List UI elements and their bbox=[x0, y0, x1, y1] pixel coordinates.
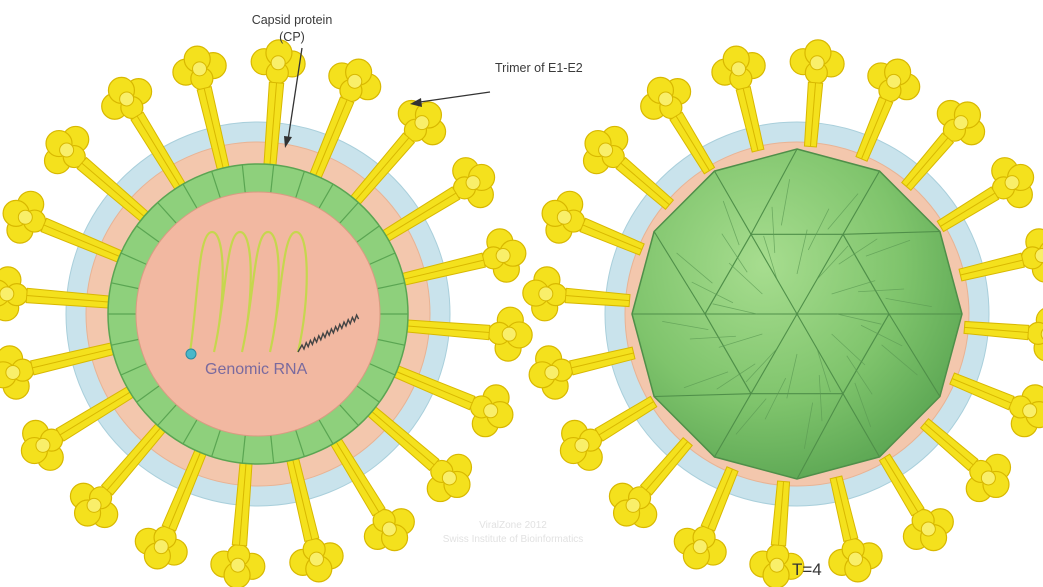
spike-lobe-center bbox=[848, 552, 862, 566]
spike-lobe-center bbox=[193, 62, 207, 76]
spike-glycoprotein-icon bbox=[868, 59, 920, 101]
spike-lobe-center bbox=[810, 56, 824, 70]
spike-lobe-center bbox=[954, 116, 968, 130]
virion-surface-view bbox=[523, 40, 1043, 587]
spike-lobe-center bbox=[484, 404, 498, 418]
spike-lobe-center bbox=[466, 176, 480, 190]
spike-glycoprotein-icon bbox=[470, 385, 512, 437]
spike-lobe-center bbox=[36, 438, 50, 452]
spike-glycoprotein-icon bbox=[829, 538, 882, 581]
spike-lobe bbox=[1027, 322, 1043, 344]
spike-glycoprotein-icon bbox=[173, 46, 226, 89]
spike-glycoprotein-icon bbox=[488, 307, 532, 361]
spike-lobe-center bbox=[887, 74, 901, 88]
spike-lobe-center bbox=[693, 540, 707, 554]
spike-glycoprotein-icon bbox=[529, 346, 572, 399]
spike-lobe-center bbox=[575, 438, 589, 452]
spike-lobe-center bbox=[557, 210, 571, 224]
spike-lobe-center bbox=[502, 327, 516, 341]
spike-lobe-center bbox=[626, 498, 640, 512]
spike-lobe-center bbox=[496, 249, 510, 263]
nucleocapsid-core bbox=[136, 192, 380, 436]
spike-lobe-center bbox=[18, 210, 32, 224]
trimer-pointer bbox=[420, 92, 490, 102]
spike-lobe-center bbox=[539, 287, 553, 301]
spike-lobe-center bbox=[659, 92, 673, 106]
spike-glycoprotein-icon bbox=[329, 59, 381, 101]
spike-lobe-center bbox=[921, 522, 935, 536]
spike-lobe-center bbox=[415, 116, 429, 130]
spike-glycoprotein-icon bbox=[712, 46, 765, 89]
spike-lobe-center bbox=[87, 498, 101, 512]
spike-lobe-center bbox=[309, 552, 323, 566]
virion-cross-section bbox=[0, 40, 532, 587]
spike-glycoprotein-icon bbox=[1021, 229, 1043, 282]
spike-lobe-center bbox=[1005, 176, 1019, 190]
spike-glycoprotein-icon bbox=[0, 346, 34, 399]
capsid-protein-label: Capsid protein (CP) bbox=[232, 12, 352, 46]
watermark: ViralZone 2012 Swiss Institute of Bioinf… bbox=[388, 519, 638, 547]
spike-lobe-center bbox=[545, 365, 559, 379]
spike-glycoprotein-icon bbox=[542, 191, 584, 243]
rna-cap-icon bbox=[186, 349, 196, 359]
spike-lobe-center bbox=[0, 287, 14, 301]
spike-glycoprotein-icon bbox=[1009, 385, 1043, 437]
spike-lobe-center bbox=[6, 365, 20, 379]
trimer-label: Trimer of E1-E2 bbox=[495, 61, 583, 75]
spike-glycoprotein-icon bbox=[290, 538, 343, 581]
spike-glycoprotein-icon bbox=[790, 40, 844, 84]
triangulation-number-label: T=4 bbox=[792, 560, 822, 580]
spike-glycoprotein-icon bbox=[135, 526, 187, 568]
spike-lobe-center bbox=[271, 56, 285, 70]
genomic-rna-label: Genomic RNA bbox=[205, 361, 307, 379]
spike-lobe-center bbox=[770, 558, 784, 572]
spike-lobe-center bbox=[120, 92, 134, 106]
spike-glycoprotein-icon bbox=[0, 267, 28, 321]
spike-lobe-center bbox=[442, 471, 456, 485]
spike-glycoprotein-icon bbox=[211, 544, 265, 587]
spike-glycoprotein-icon bbox=[674, 526, 726, 568]
spike-glycoprotein-icon bbox=[1027, 307, 1043, 361]
spike-lobe-center bbox=[231, 558, 245, 572]
spike-lobe-center bbox=[732, 62, 746, 76]
spike-lobe-center bbox=[1023, 404, 1037, 418]
spike-glycoprotein-icon bbox=[482, 229, 525, 282]
spike-lobe-center bbox=[981, 471, 995, 485]
spike-glycoprotein-icon bbox=[3, 191, 45, 243]
spike-lobe-center bbox=[154, 540, 168, 554]
spike-lobe-center bbox=[348, 74, 362, 88]
spike-lobe-center bbox=[60, 143, 74, 157]
spike-glycoprotein-icon bbox=[523, 267, 567, 321]
spike-lobe-center bbox=[599, 143, 613, 157]
